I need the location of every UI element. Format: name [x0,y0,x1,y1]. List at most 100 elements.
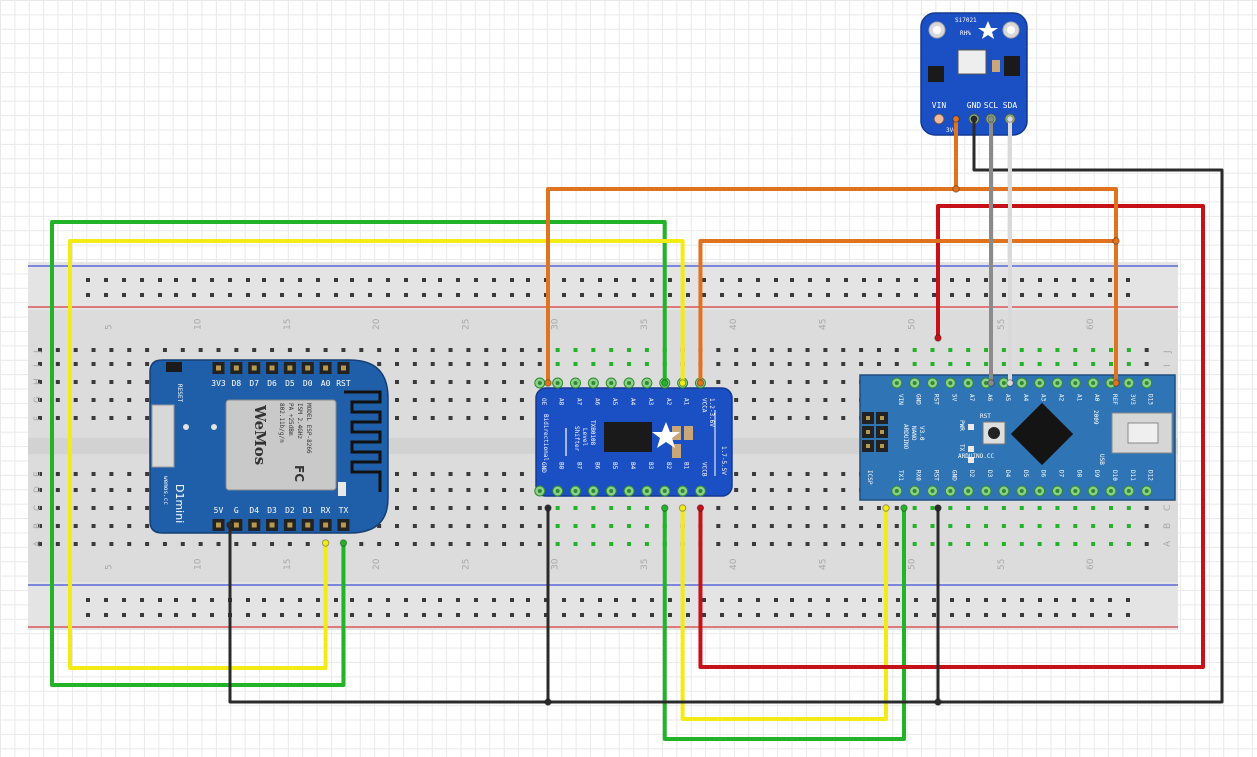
breadboard-hole [395,472,399,476]
column-number-bottom: 50 [908,558,918,570]
rail-hole [1002,293,1006,297]
breadboard-hole [752,362,756,366]
breadboard-hole [1001,362,1006,366]
breadboard-hole [466,398,471,402]
rail-hole [526,278,530,282]
breadboard-hole [734,488,739,492]
rail-hole [720,613,724,617]
rail-hole [738,598,742,602]
shifter-bottom-pin-label: B7 [576,462,583,470]
breadboard-hole [359,542,364,546]
column-number-top: 40 [729,318,739,330]
breadboard-hole [466,506,471,510]
nano-bottom-pin-label: D8 [1075,470,1082,478]
shifter-top-pin-label: VCCA [700,398,707,413]
rail-hole [86,293,90,297]
rail-hole [386,598,390,602]
icsp-pin-center [866,430,870,434]
row-letter-left: J [33,350,43,354]
rail-hole [262,278,266,282]
breadboard-hole [519,348,524,352]
rail-hole [720,278,724,282]
breadboard-hole [841,380,846,384]
breadboard-hole [841,488,846,492]
nano-reset-button-cap [988,427,1000,439]
wire-yellow-wemos-rx [68,239,685,670]
rail-hole [456,598,460,602]
row-letter-left: I [33,364,43,367]
breadboard-hole [109,524,114,528]
breadboard-hole [859,348,864,352]
column-number-top: 35 [640,319,650,330]
si7021-sub: RH% [960,30,971,37]
rail-hole [280,278,284,282]
breadboard-hole [287,348,292,352]
rail-hole [580,598,584,602]
breadboard-hole [787,416,792,420]
breadboard-hole [823,506,828,510]
nano-pin-center [1126,489,1131,493]
rail-hole [1126,598,1130,602]
breadboard-hole [412,398,417,402]
shifter-pin-center [573,381,578,385]
breadboard-hole [502,472,507,476]
rail-hole [316,613,320,617]
wire-orange-3v3-endpoint [952,185,960,193]
row-letter-left: H [33,378,43,385]
breadboard-hole [412,542,417,546]
rail-hole [86,598,90,602]
breadboard-hole [627,362,632,366]
nano-usb-label: USB [1098,454,1105,465]
rail-hole [228,293,232,297]
shifter-bottom-pin-label: VCCB [700,462,707,477]
row-letter-right: A [1163,540,1173,547]
rail-hole [686,278,690,282]
breadboard-hole [430,542,435,546]
rail-hole [668,293,672,297]
rail-hole [632,278,636,282]
breadboard-hole [127,542,132,546]
wemos-module-line-2: ISM 2.4GHz [296,403,303,440]
breadboard-hole [1126,524,1131,528]
shifter-top-pin-label: A2 [665,398,672,406]
rail-hole [158,278,162,282]
rail-hole [598,278,602,282]
wemos-pin-center [269,365,275,371]
breadboard-hole [270,348,275,352]
regulator-chip [928,66,944,82]
nano-bottom-pin-label: D2 [968,470,975,478]
breadboard-hole [787,472,792,476]
nano-pin-center [1126,381,1131,385]
wemos-pin-center [305,522,311,528]
breadboard-hole [930,524,935,528]
nano-top-pin-label: RST [933,394,940,405]
breadboard-hole [769,506,774,510]
rail-hole [896,613,900,617]
wemos-antenna-trace [344,390,382,492]
rail-hole [686,613,690,617]
breadboard-hole [555,348,560,352]
rail-hole [316,293,320,297]
wemos-bottom-pin-label: D4 [249,506,259,515]
wemos-pin-center [340,522,346,528]
rail-hole [104,598,108,602]
rail-hole [492,613,496,617]
breadboard-hole [412,380,417,384]
icsp-pin-center [880,416,884,420]
breadboard-hole [894,348,899,352]
rail-hole [914,598,918,602]
breadboard-hole [109,472,114,476]
shifter-pin-center [644,489,649,493]
breadboard-hole [859,506,864,510]
breadboard-hole [644,506,649,510]
breadboard-hole [734,542,739,546]
rail-hole [474,278,478,282]
nano-bottom-pin-label: D11 [1129,470,1136,481]
breadboard-hole [38,488,42,492]
breadboard-hole [1126,506,1131,510]
breadboard-hole [537,362,542,366]
